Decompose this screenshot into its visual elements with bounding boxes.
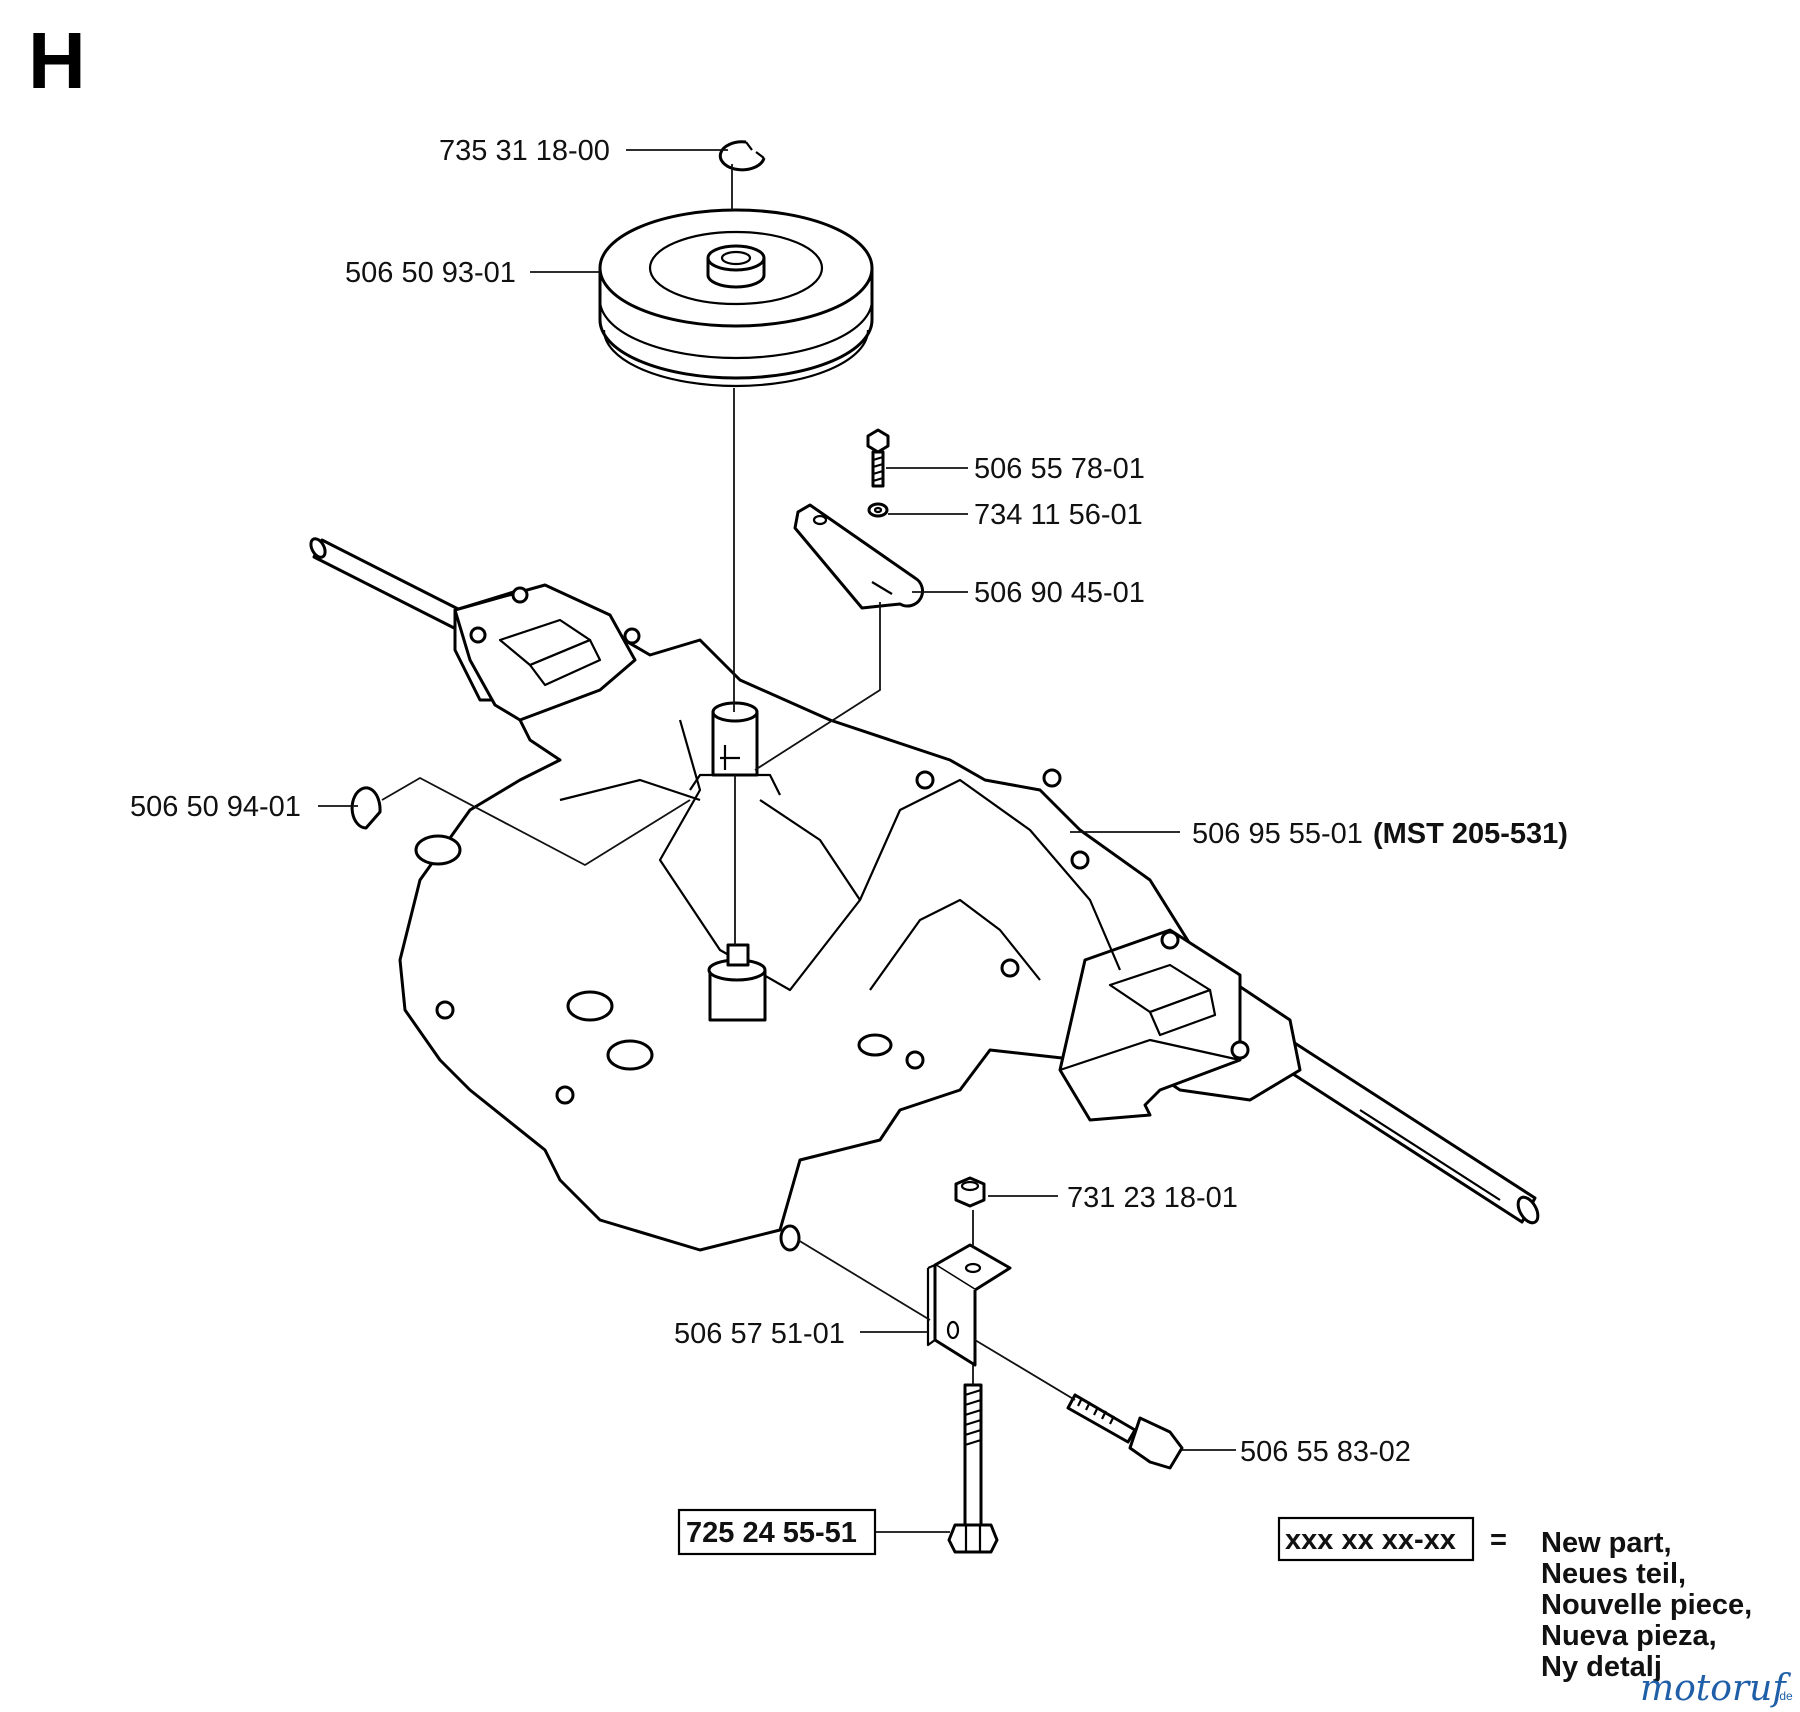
legend-key-box (1277, 1516, 1475, 1562)
left-axle-housing (453, 583, 641, 722)
label-transaxle: 506 95 55-01(MST 205-531) (1192, 818, 1568, 850)
left-axle-shaft (309, 537, 472, 634)
watermark-suffix: .de (1776, 1689, 1793, 1703)
label-nut: 731 23 18-01 (1067, 1182, 1238, 1214)
legend-line-3: Nouvelle piece, (1541, 1589, 1752, 1621)
label-bracket: 506 57 51-01 (674, 1318, 845, 1350)
key-part (350, 786, 382, 830)
housing-mount-hole (779, 1224, 801, 1252)
label-washer: 734 11 56-01 (974, 499, 1143, 531)
legend: xxx xx xx-xx = New part, Neues teil, Nou… (1277, 1516, 1752, 1683)
bracket-part (926, 1243, 1012, 1367)
watermark-logo: motoruf (1640, 1668, 1791, 1709)
nut-part (954, 1176, 986, 1208)
lower-shaft-stub (707, 943, 767, 1022)
section-letter: H (28, 16, 86, 105)
transaxle-drawing (309, 537, 1540, 1252)
bolt-top-part (866, 428, 890, 488)
bolt-bottom-part (947, 1383, 999, 1554)
label-key: 506 50 94-01 (130, 791, 301, 823)
label-bolt-top: 506 55 78-01 (974, 453, 1145, 485)
housing-bolts (435, 768, 1090, 1105)
label-bolt-bottom: 725 24 55-51 (686, 1517, 857, 1549)
circlip-part (718, 140, 766, 172)
leader-lines (318, 149, 1236, 1533)
legend-line-4: Nueva pieza, (1541, 1620, 1717, 1652)
label-arm: 506 90 45-01 (974, 577, 1145, 609)
legend-equals: = (1490, 1524, 1507, 1556)
bolt-side-part (1066, 1393, 1184, 1470)
legend-key: xxx xx xx-xx (1285, 1524, 1456, 1556)
housing-bosses (414, 834, 893, 1071)
right-axle-housing (1058, 928, 1250, 1122)
label-circlip: 735 31 18-00 (439, 135, 610, 167)
legend-line-5: Ny detalj (1541, 1651, 1662, 1683)
right-axle-shaft (1274, 1038, 1540, 1225)
new-part-box (677, 1508, 877, 1556)
legend-line-1: New part, (1541, 1527, 1672, 1559)
arm-part (793, 503, 925, 610)
legend-line-2: Neues teil, (1541, 1558, 1686, 1590)
pulley-part (598, 208, 874, 388)
transaxle-housing (398, 588, 1302, 1252)
label-pulley: 506 50 93-01 (345, 257, 516, 289)
label-bolt-side: 506 55 83-02 (1240, 1436, 1411, 1468)
washer-part (867, 502, 889, 518)
